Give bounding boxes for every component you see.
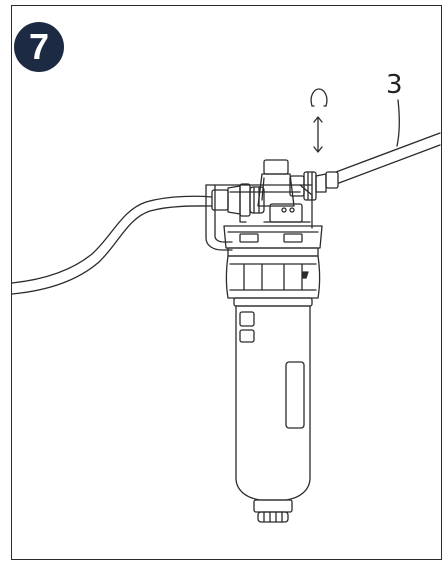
callout-leader-3: [396, 99, 401, 147]
double-arrow-icon: [313, 116, 323, 153]
callout-label-3: 3: [386, 70, 403, 100]
filter-head: [223, 225, 323, 257]
filter-collar: [225, 255, 321, 307]
clip-icon: [310, 88, 328, 107]
left-connector: [211, 183, 265, 223]
filter-drain: [253, 499, 293, 523]
filter-cartridge: [235, 305, 311, 501]
step-number-badge: 7: [14, 22, 64, 72]
step-number: 7: [28, 26, 50, 67]
outlet-hose: [335, 132, 441, 184]
inlet-hose: [11, 195, 213, 295]
right-connector: [289, 171, 339, 201]
valve-body: [257, 159, 311, 223]
